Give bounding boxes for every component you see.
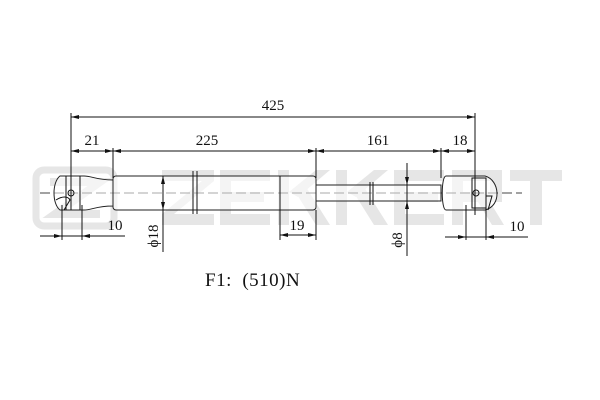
dim-eye-right: 18 — [453, 133, 468, 149]
dim-eye-left: 21 — [85, 133, 100, 149]
right-eye-end — [441, 175, 498, 211]
force-value: (510)N — [242, 270, 301, 291]
piston-rod — [315, 182, 442, 205]
dim-eye-width-left: 10 — [108, 218, 123, 234]
dimension-arrows — [54, 115, 494, 239]
force-rating: F1: (510)N — [205, 270, 300, 292]
dim-rod: 161 — [367, 133, 390, 149]
dim-cylinder-end: 19 — [290, 218, 305, 234]
force-label: F1: — [205, 270, 232, 291]
dim-eye-width-right: 10 — [510, 219, 525, 235]
dim-rod-diameter: ϕ8 — [390, 232, 406, 247]
dim-cylinder: 225 — [196, 133, 219, 149]
watermark-letter-shape — [510, 170, 562, 225]
dim-cylinder-diameter: ϕ18 — [146, 225, 162, 248]
dim-overall: 425 — [262, 98, 285, 114]
cylinder-body — [112, 171, 317, 214]
left-eye-end — [53, 175, 114, 211]
